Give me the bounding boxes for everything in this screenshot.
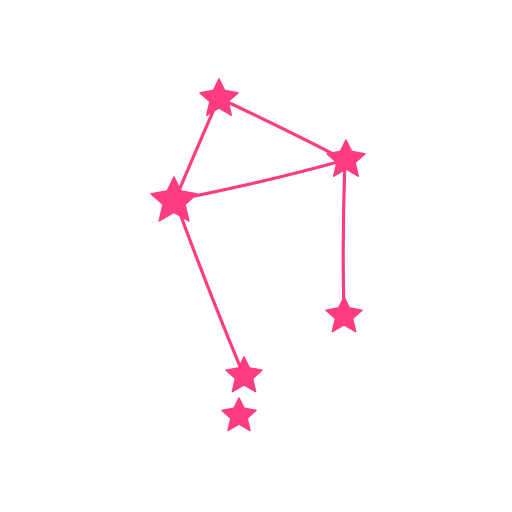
star-icon: [325, 296, 363, 333]
star-icon: [221, 397, 257, 432]
connection-line: [341, 158, 347, 318]
star-icon: [199, 78, 239, 116]
star-icon: [326, 139, 366, 177]
constellation-lines: [173, 96, 347, 378]
star-icon: [225, 356, 263, 393]
connection-line: [173, 96, 221, 202]
connection-line: [173, 158, 347, 202]
connection-line: [173, 198, 246, 378]
connection-line: [217, 96, 347, 162]
constellation-stars: [150, 78, 366, 432]
star-icon: [150, 176, 198, 222]
